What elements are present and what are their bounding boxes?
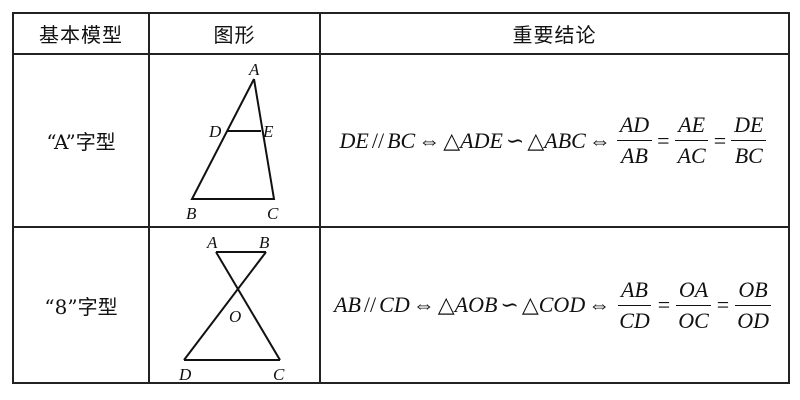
svg-text:C: C [273, 365, 285, 382]
segment-ab: AB [334, 292, 361, 317]
segment-de: DE [339, 127, 369, 153]
svg-text:E: E [262, 122, 274, 141]
header-divider [12, 53, 790, 55]
iff-arrow-icon: ⇔ [418, 127, 441, 153]
fraction-ob-od: OB OD [735, 276, 771, 333]
table-border-top [12, 12, 790, 14]
iff-arrow-icon: ⇔ [588, 127, 611, 153]
equals-sign: = [713, 127, 727, 153]
svg-text:D: D [208, 122, 222, 141]
svg-text:C: C [267, 204, 279, 223]
svg-text:D: D [178, 365, 192, 382]
similar-triangle-models-table: 基本模型 图形 重要结论 “A”字型 A D E B C DE // BC ⇔ … [12, 12, 790, 384]
triangle-abc: △ABC [527, 127, 586, 153]
table-border-right [788, 12, 790, 384]
header-figure: 图形 [213, 23, 256, 47]
figure-8-shape: A B O D C [150, 228, 319, 382]
conclusion-8-shape: AB // CD ⇔ △AOB ∽ △COD ⇔ AB CD = OA OC =… [321, 228, 788, 382]
column-divider-2 [319, 12, 321, 384]
equals-sign: = [657, 292, 671, 317]
fraction-de-bc: DE BC [731, 112, 767, 169]
triangle-cod: △COD [521, 292, 586, 317]
triangle-aob: △AOB [437, 292, 498, 317]
svg-text:A: A [248, 60, 260, 79]
parallel-symbol: // [371, 127, 385, 153]
svg-text:B: B [186, 204, 197, 223]
header-key-conclusion: 重要结论 [512, 23, 597, 47]
8-shape-hourglass-diagram: A B O D C [178, 233, 285, 382]
fraction-ad-ab: AD AB [616, 112, 653, 169]
equals-sign: = [657, 127, 670, 153]
model-8-shape-label: “8”字型 [44, 294, 118, 319]
svg-text:B: B [259, 233, 270, 252]
column-divider-1 [148, 12, 150, 384]
iff-arrow-icon: ⇔ [588, 292, 611, 317]
svg-text:A: A [206, 233, 218, 252]
equals-sign: = [716, 292, 730, 317]
triangle-ade: △ADE [443, 127, 503, 153]
parallel-symbol: // [363, 292, 377, 317]
table-border-left [12, 12, 14, 384]
header-basic-model: 基本模型 [39, 23, 123, 47]
row-divider [12, 226, 790, 228]
8-shape-formula: AB // CD ⇔ △AOB ∽ △COD ⇔ AB CD = OA OC =… [334, 277, 775, 334]
similar-symbol: ∽ [500, 292, 519, 317]
model-a-shape-label: “A”字型 [46, 130, 116, 154]
conclusion-a-shape: DE // BC ⇔ △ADE ∽ △ABC ⇔ AD AB = AE AC =… [321, 55, 788, 226]
iff-arrow-icon: ⇔ [412, 292, 435, 317]
fraction-ae-ac: AE AC [675, 112, 709, 169]
figure-a-shape: A D E B C [150, 55, 319, 226]
a-shape-triangle-diagram: A D E B C [186, 60, 279, 223]
segment-bc: BC [387, 127, 416, 153]
a-shape-formula: DE // BC ⇔ △ADE ∽ △ABC ⇔ AD AB = AE AC =… [340, 112, 770, 169]
fraction-oa-oc: OA OC [675, 277, 712, 334]
fraction-ab-cd: AB CD [618, 276, 651, 333]
table-border-bottom [12, 382, 790, 384]
segment-cd: CD [379, 292, 410, 317]
svg-text:O: O [229, 307, 241, 326]
similar-symbol: ∽ [505, 127, 525, 153]
